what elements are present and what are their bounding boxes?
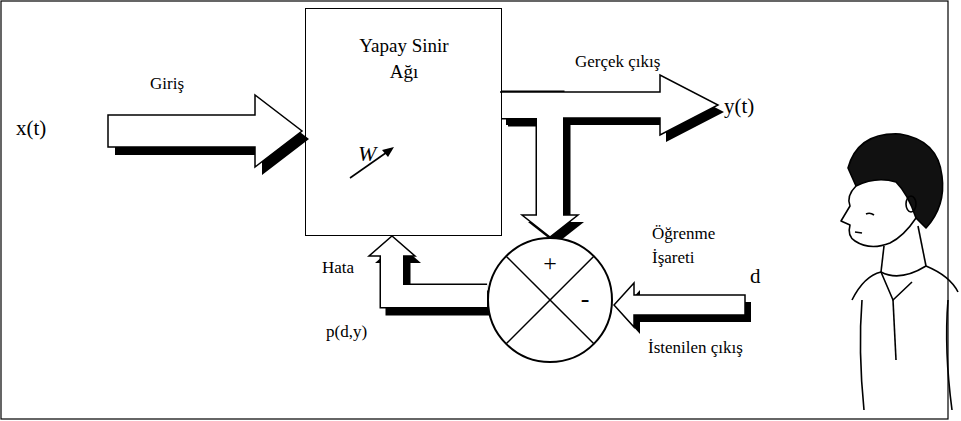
input-label: Giriş xyxy=(150,74,184,94)
network-box: Yapay Sinir AğıW xyxy=(305,8,502,236)
teach-label: Öğrenme İşareti xyxy=(652,222,752,270)
connector-outline xyxy=(502,105,550,215)
output-arrow xyxy=(500,75,718,135)
desired-arrow xyxy=(614,283,745,327)
signal-name: x(t) xyxy=(16,116,46,141)
connector xyxy=(392,256,487,296)
signal-name: d xyxy=(750,264,761,289)
comparator-circle: +- xyxy=(487,237,613,363)
network-title: Yapay Sinir Ağı xyxy=(354,33,454,85)
minus-sign: - xyxy=(575,283,595,314)
signal-name: y(t) xyxy=(724,94,754,119)
input-arrow xyxy=(108,95,302,167)
error-label: Hata xyxy=(322,258,354,278)
connector xyxy=(502,105,550,215)
adjust-arrow-head xyxy=(382,147,394,157)
arrowhead xyxy=(522,215,578,237)
connector-outline xyxy=(392,256,487,296)
desired-label: İstenilen çıkış xyxy=(648,338,743,358)
arrowhead xyxy=(369,236,415,256)
weight-symbol: W xyxy=(358,141,388,167)
frame xyxy=(1,1,948,419)
output-label: Gerçek çıkış xyxy=(575,52,660,72)
error-function: p(d,y) xyxy=(326,322,367,342)
teacher-figure xyxy=(841,134,958,410)
plus-sign: + xyxy=(540,249,560,278)
